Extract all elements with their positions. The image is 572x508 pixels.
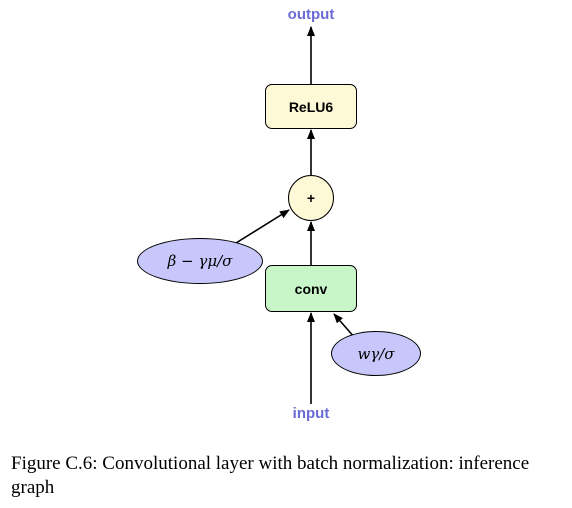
bias-param-node: β − γμ/σ [137, 238, 263, 284]
figure-caption: Figure C.6: Convolutional layer with bat… [11, 453, 530, 498]
weight-param-node: wγ/σ [331, 331, 421, 376]
edge-bias-to-add [235, 209, 290, 244]
conv-node: conv [265, 265, 357, 312]
add-node: + [288, 175, 334, 221]
inference-graph-diagram: output ReLU6 + β − γμ/σ conv wγ/σ input [137, 6, 421, 422]
graph-edges [235, 26, 356, 404]
relu6-node: ReLU6 [265, 84, 357, 129]
input-label: input [292, 405, 330, 422]
output-label: output [287, 6, 335, 23]
